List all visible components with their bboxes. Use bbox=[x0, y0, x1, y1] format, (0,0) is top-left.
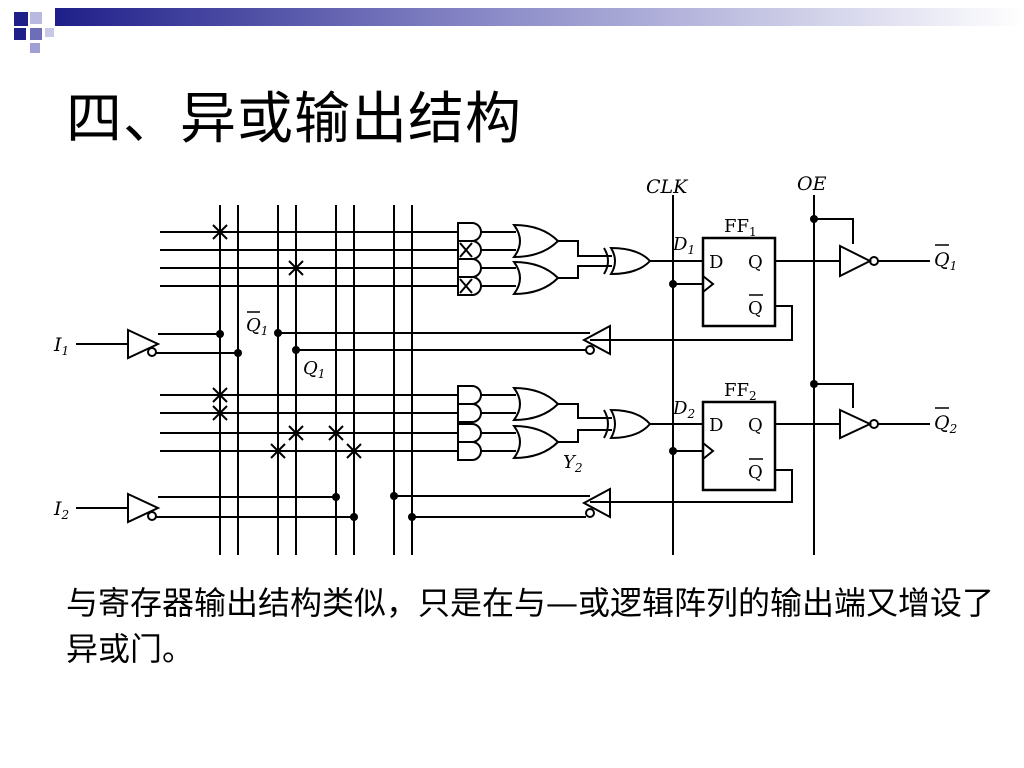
header-square-dark-2 bbox=[14, 28, 26, 40]
feedback-buffer-1 bbox=[278, 324, 611, 356]
header-decoration bbox=[14, 8, 1024, 53]
input-buffer-2 bbox=[76, 492, 354, 524]
fuse-crosses bbox=[212, 224, 362, 459]
ff2-qbar-pin: Q bbox=[748, 462, 763, 483]
upper-or-gates bbox=[512, 223, 612, 296]
upper-xor-gate bbox=[603, 246, 703, 276]
ff1-q-pin: Q bbox=[748, 252, 763, 273]
i1-label: I1 bbox=[53, 334, 69, 358]
junction-dots bbox=[216, 215, 818, 521]
qbar1-feedback-label: Q1 bbox=[246, 315, 268, 338]
d2-label: D2 bbox=[672, 398, 695, 421]
clk-label: CLK bbox=[646, 176, 689, 198]
xor-output-circuit-diagram: CLK OE FF1 FF2 D1 D2 D Q Q D Q Q Q1 Q2 I… bbox=[53, 173, 957, 555]
upper-product-lines bbox=[160, 231, 458, 287]
output-buffer-1 bbox=[814, 218, 930, 278]
header-square-mid bbox=[30, 28, 42, 40]
ff1-label: FF1 bbox=[724, 216, 757, 239]
slide-title: 四、异或输出结构 bbox=[66, 87, 522, 152]
flip-flop-2 bbox=[590, 400, 840, 503]
header-square-light-3 bbox=[30, 43, 40, 53]
ff2-d-pin: D bbox=[709, 415, 723, 436]
output-buffer-2 bbox=[814, 383, 930, 440]
q1-output-label: Q1 bbox=[934, 249, 957, 273]
feedback-buffer-2 bbox=[394, 487, 611, 519]
slide-body-text: 与寄存器输出结构类似，只是在与—或逻辑阵列的输出端又增设了异或门。 bbox=[66, 584, 995, 668]
lower-and-gates bbox=[457, 385, 516, 461]
header-square-dark-1 bbox=[14, 12, 28, 26]
lower-or-gates bbox=[512, 386, 612, 460]
ff1-d-pin: D bbox=[709, 252, 723, 273]
flip-flop-1 bbox=[590, 236, 840, 341]
upper-and-gates bbox=[457, 222, 516, 296]
d1-label: D1 bbox=[672, 234, 695, 257]
ff2-q-pin: Q bbox=[748, 415, 763, 436]
header-square-light-1 bbox=[30, 12, 42, 24]
input-buffer-1 bbox=[76, 328, 238, 360]
oe-label: OE bbox=[797, 173, 827, 195]
circuit-labels: CLK OE FF1 FF2 D1 D2 D Q Q D Q Q Q1 Q2 I… bbox=[53, 173, 957, 522]
array-vertical-lines bbox=[219, 195, 815, 555]
q2-output-label: Q2 bbox=[934, 412, 957, 436]
header-square-light-2 bbox=[45, 28, 54, 37]
ff2-label: FF2 bbox=[724, 380, 757, 403]
header-gradient-bar bbox=[55, 8, 1024, 26]
lower-xor-gate bbox=[603, 408, 703, 440]
y2-label: Y2 bbox=[563, 452, 583, 475]
ff1-qbar-pin: Q bbox=[748, 298, 763, 319]
i2-label: I2 bbox=[53, 498, 69, 522]
lower-product-lines bbox=[160, 394, 458, 452]
q1-feedback-label: Q1 bbox=[303, 358, 325, 381]
